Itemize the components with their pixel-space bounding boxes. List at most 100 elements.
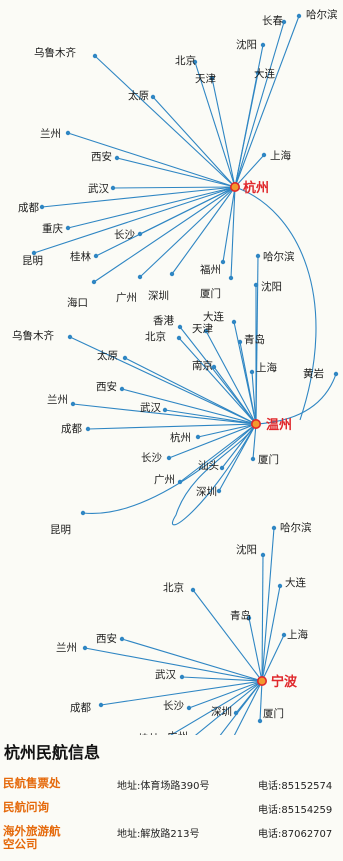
city-dot: [91, 279, 97, 285]
city-label: 大连: [203, 310, 224, 323]
city-label: 长沙: [114, 229, 135, 241]
info-phone: 电话:85154259: [258, 805, 333, 816]
route-line-hangzhou: [95, 186, 236, 257]
city-dot: [65, 130, 71, 136]
route-line-wenzhou: [72, 403, 257, 425]
route-line-wenzhou: [124, 357, 257, 425]
route-line-wenzhou: [179, 423, 257, 483]
city-label: 青岛: [230, 609, 251, 622]
city-dot: [31, 250, 37, 256]
info-label: 民航售票处: [3, 776, 61, 790]
city-dot: [162, 407, 168, 413]
city-dot: [82, 645, 88, 651]
hub-label-wenzhou: 温州: [266, 418, 292, 433]
hub-dot-wenzhou: [251, 418, 262, 429]
city-dot: [80, 510, 86, 516]
city-dot: [216, 488, 222, 494]
route-line-hangzhou: [211, 77, 236, 188]
route-line-wenzhou: [179, 326, 257, 425]
city-label: 厦门: [263, 707, 284, 720]
city-label: 广州: [154, 474, 175, 486]
city-dot: [166, 455, 172, 461]
info-row-inquiry: 民航问询 电话:85154259: [0, 801, 343, 829]
route-line-wenzhou: [168, 423, 257, 459]
city-dot: [179, 674, 185, 680]
info-title: 杭州民航信息: [4, 743, 101, 762]
info-label: 海外旅游航空公司: [3, 824, 61, 851]
route-line-wenzhou: [205, 330, 257, 425]
route-line-ningbo: [188, 680, 263, 709]
city-dot: [249, 369, 255, 375]
city-dot: [122, 355, 128, 361]
route-line-ningbo: [261, 585, 281, 682]
route-line-hangzhou: [33, 186, 236, 254]
city-label: 哈尔滨: [306, 8, 338, 21]
route-line-hangzhou: [222, 186, 236, 263]
route-line-wenzhou: [69, 336, 257, 425]
city-label: 沈阳: [236, 38, 257, 51]
city-label: 广州: [116, 292, 137, 304]
city-dot: [92, 53, 98, 59]
city-label: 黄岩: [303, 367, 324, 380]
route-line-wenzhou: [251, 371, 257, 425]
city-dot: [255, 70, 261, 76]
city-label: 杭州: [170, 431, 191, 444]
city-dot: [119, 636, 125, 642]
route-line-hangzhou: [152, 96, 236, 188]
city-dot: [177, 479, 183, 485]
route-line-wenzhou: [213, 366, 257, 425]
city-dot: [169, 271, 175, 277]
city-label: 深圳: [148, 290, 169, 302]
city-label: 西安: [96, 380, 117, 393]
city-dot: [261, 152, 267, 158]
hub-label-ningbo: 宁波: [271, 674, 298, 690]
city-dot: [260, 42, 266, 48]
city-label: 上海: [256, 361, 277, 374]
route-line-hangzhou: [171, 186, 236, 275]
city-label: 乌鲁木齐: [34, 46, 76, 59]
route-line-ningbo: [169, 680, 263, 735]
route-line-ningbo: [233, 680, 263, 735]
city-dot: [186, 705, 192, 711]
city-dot: [65, 225, 71, 231]
route-curve-hangzhou: [234, 186, 317, 421]
info-address: 地址:体育场路390号: [117, 781, 210, 792]
city-label: 长沙: [141, 452, 162, 464]
route-line-hangzhou: [94, 55, 236, 188]
city-dot: [228, 275, 234, 281]
city-label: 哈尔滨: [280, 521, 312, 534]
city-dot: [281, 632, 287, 638]
route-line-hangzhou: [41, 186, 236, 208]
city-dot: [85, 426, 91, 432]
route-line-wenzhou: [252, 423, 257, 460]
route-line-hangzhou: [194, 61, 236, 188]
city-dot: [150, 94, 156, 100]
route-line-ningbo: [248, 617, 263, 682]
city-label: 青岛: [244, 333, 265, 346]
hub-label-hangzhou: 杭州: [243, 180, 269, 196]
city-label: 武汉: [155, 668, 176, 681]
city-dot: [271, 525, 277, 531]
city-label: 兰州: [47, 393, 68, 406]
route-line-hangzhou: [116, 157, 236, 188]
route-line-hangzhou: [234, 72, 259, 188]
route-line-hangzhou: [67, 186, 236, 229]
city-dot: [137, 231, 143, 237]
city-label: 武汉: [140, 401, 161, 414]
route-line-ningbo: [259, 680, 263, 722]
city-dot: [296, 13, 302, 19]
city-dot: [98, 702, 104, 708]
city-label: 南京: [192, 359, 213, 372]
route-line-hangzhou: [67, 132, 236, 188]
city-dot: [137, 274, 143, 280]
route-line-hangzhou: [139, 186, 236, 278]
city-dot: [67, 334, 73, 340]
route-line-hangzhou: [234, 21, 285, 188]
city-label: 成都: [61, 423, 82, 435]
city-dot: [277, 583, 283, 589]
city-dot: [237, 339, 243, 345]
city-label: 西安: [91, 150, 112, 163]
city-dot: [281, 19, 287, 25]
city-dot: [233, 710, 239, 716]
city-label: 太原: [128, 89, 149, 102]
